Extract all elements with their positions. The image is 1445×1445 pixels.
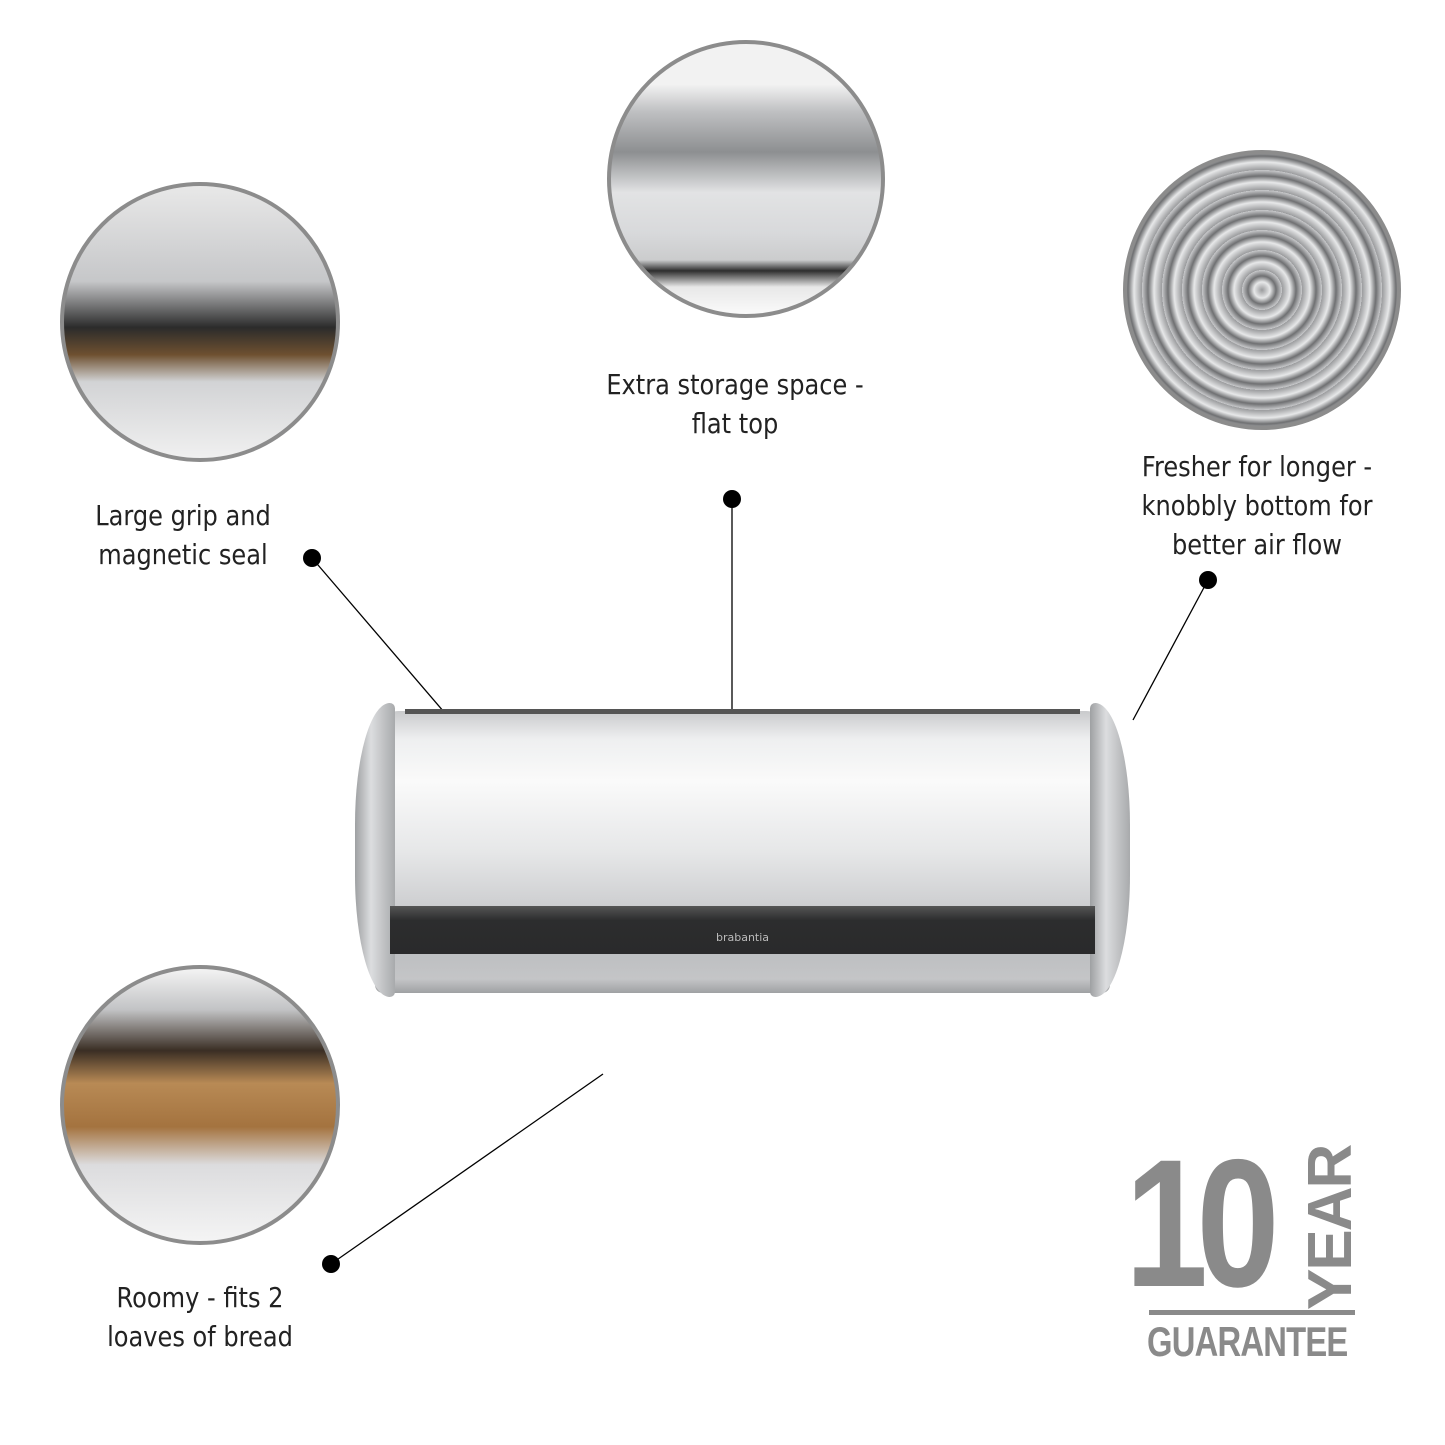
guarantee-divider: [1149, 1310, 1355, 1315]
callout-text: Roomy - fits 2: [116, 1281, 284, 1314]
callout-text: Large grip and: [95, 499, 271, 532]
callout-text: knobbly bottom for: [1141, 489, 1373, 522]
guarantee-badge: 10 YEAR GUARANTEE: [1125, 1121, 1365, 1365]
leader-dot-fresher: [1199, 571, 1217, 589]
callout-text: Fresher for longer -: [1141, 450, 1373, 483]
callout-storage: Extra storage space - flat top: [585, 365, 886, 443]
leader-line-roomy: [330, 1073, 604, 1265]
callout-text: Extra storage space -: [606, 368, 864, 401]
callout-fresher: Fresher for longer - knobbly bottom for …: [1111, 447, 1403, 564]
detail-photo-flat-top: [607, 40, 885, 318]
bread-bin-left-end: [355, 703, 395, 997]
callout-text: better air flow: [1172, 528, 1342, 561]
guarantee-unit: YEAR: [1296, 1145, 1365, 1310]
bread-bin-grip: brabantia: [390, 906, 1095, 954]
callout-text: flat top: [691, 407, 779, 440]
callout-roomy: Roomy - fits 2 loaves of bread: [71, 1278, 329, 1356]
brand-logo: brabantia: [715, 931, 770, 944]
leader-dot-grip: [303, 549, 321, 567]
detail-photo-roomy: [60, 965, 340, 1245]
guarantee-label: GUARANTEE: [1147, 1318, 1348, 1365]
detail-photo-grip: [60, 182, 340, 462]
callout-text: magnetic seal: [98, 538, 268, 571]
callout-text: loaves of bread: [107, 1320, 293, 1353]
callout-grip: Large grip and magnetic seal: [54, 496, 312, 574]
bread-bin-top-seam: [405, 709, 1080, 714]
detail-photo-knobbly-bottom: [1123, 150, 1401, 430]
bread-bin-product: brabantia: [355, 703, 1130, 997]
leader-line-fresher: [1132, 579, 1209, 721]
guarantee-number: 10: [1125, 1121, 1280, 1325]
leader-dot-roomy: [322, 1255, 340, 1273]
leader-dot-storage: [723, 490, 741, 508]
